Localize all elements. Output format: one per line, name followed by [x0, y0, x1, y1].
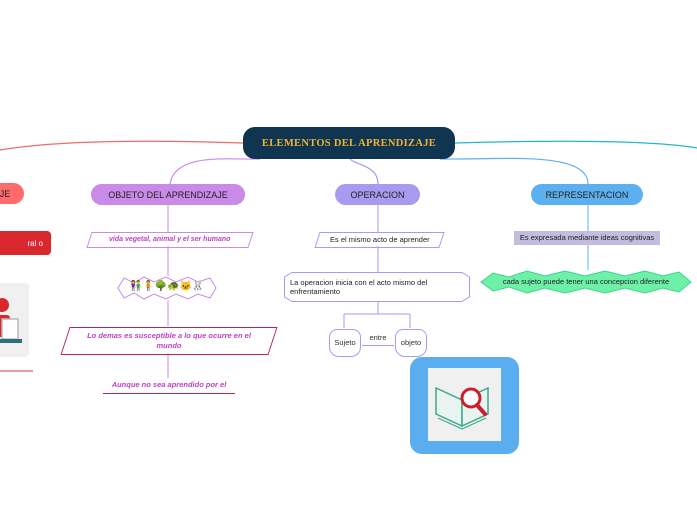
representacion-sub-ideas[interactable]: Es expresada mediante ideas cognitivas [514, 231, 660, 245]
person-laptop-icon [0, 298, 22, 343]
objeto-sub-aunque[interactable]: Aunque no sea aprendido por el [103, 377, 235, 394]
operacion-node[interactable]: OPERACION [335, 184, 420, 205]
objeto-sub-lo-demas[interactable]: Lo demas es susceptible a lo que ocurre … [60, 327, 278, 355]
objeto-emoji-burst[interactable]: 👫🧍🌳🐢🐱🐰 [114, 276, 220, 300]
left-branch-node[interactable]: JE [0, 183, 24, 204]
emoji-row: 👫🧍🌳🐢🐱🐰 [129, 281, 205, 292]
book-icon-card [410, 357, 519, 454]
root-node[interactable]: ELEMENTOS DEL APRENDIZAJE [243, 127, 455, 159]
operacion-sub-inicia[interactable]: La operacion inicia con el acto mismo de… [284, 272, 470, 302]
objeto-sub-vida[interactable]: vida vegetal, animal y el ser humano [86, 232, 254, 248]
sujeto-node[interactable]: Sujeto [329, 329, 361, 357]
operacion-sub-acto[interactable]: Es el mismo acto de aprender [314, 232, 445, 248]
objeto-node[interactable]: OBJETO DEL APRENDIZAJE [91, 184, 245, 205]
left-image-card [0, 283, 29, 357]
entre-label[interactable]: entre [362, 331, 394, 346]
representacion-node[interactable]: REPRESENTACION [531, 184, 643, 205]
objeto-node-small[interactable]: objeto [395, 329, 427, 357]
representacion-sub-concepcion[interactable]: cada sujeto puede tener una concepcion d… [479, 269, 693, 295]
book-magnifier-icon [435, 386, 489, 430]
left-sub-node[interactable]: ral o [0, 231, 51, 255]
